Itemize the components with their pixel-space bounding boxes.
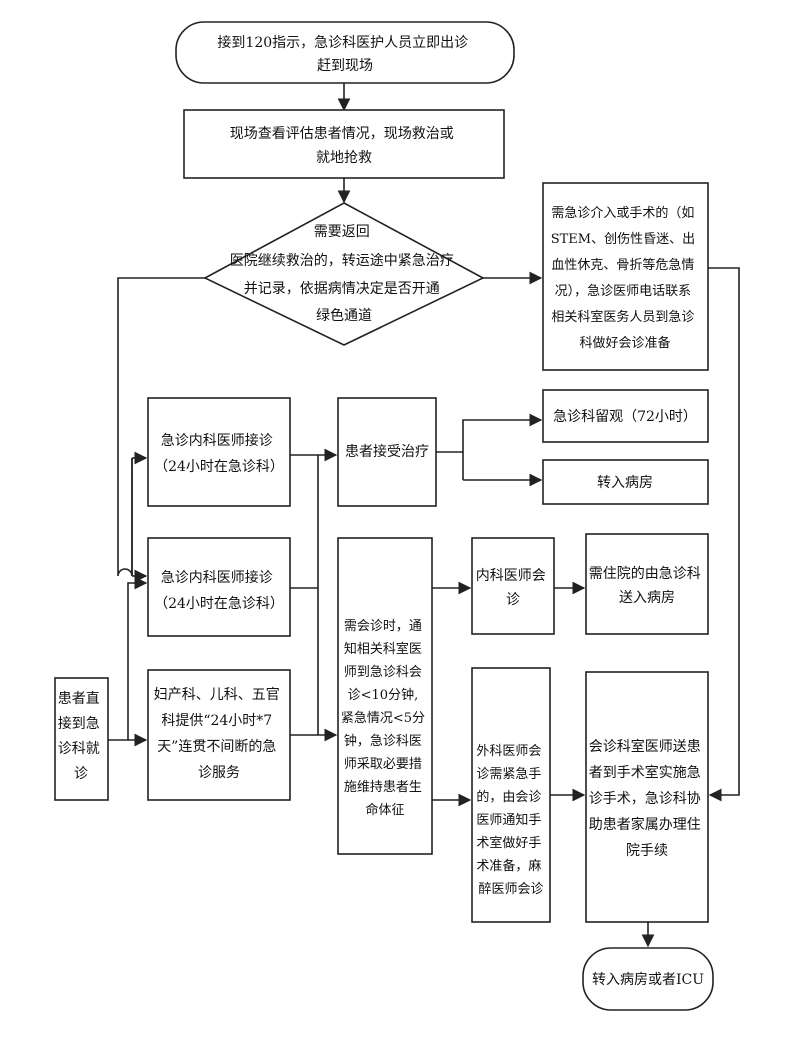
node-treatment-line-1: 患者接受治疗 <box>345 443 429 460</box>
node-surgery-line-3: 诊手术，急诊科协 <box>589 791 701 807</box>
node-internal-consult-text: 内科医师会 诊 <box>476 568 550 608</box>
node-surgical-consult-line-2: 诊需紧急手 <box>476 767 541 782</box>
node-specialty: 妇产科、儿科、五官 科提供“24小时*7 天”连贯不间断的急 诊服务 <box>147 669 291 801</box>
node-internal-2: 急诊内科医师接诊 （24小时在急诊科） <box>147 537 291 637</box>
node-consult-line-4: 诊<10分钟, <box>348 687 419 703</box>
node-admit-line-2: 送入病房 <box>619 590 675 606</box>
node-internal-consult-line-1: 内科医师会 <box>476 568 546 584</box>
node-dispatch-line-1: 接到120指示，急诊科医护人员立即出诊 <box>217 34 468 51</box>
node-consult-line-3: 师到急诊科会 <box>344 665 422 680</box>
node-specialty-text: 妇产科、儿科、五官 科提供“24小时*7 天”连贯不间断的急 诊服务 <box>154 686 284 781</box>
node-consult-line-9: 命体征 <box>365 802 404 818</box>
node-observe: 急诊科留观（72小时） <box>542 389 709 443</box>
node-surgery-prep-line-5: 相关科室医务人员到急诊 <box>551 309 694 325</box>
node-transfer-ward: 转入病房 <box>542 459 709 505</box>
node-decision-line-1: 需要返回 <box>314 224 370 240</box>
node-consult-line-5: 紧急情况<5分 <box>341 711 425 726</box>
connectors <box>108 83 740 948</box>
node-admit-line-1: 需住院的由急诊科 <box>589 566 701 582</box>
node-decision-line-2: 医院继续救治的，转运途中紧急治疗 <box>230 252 454 269</box>
node-internal-1-line-2: （24小时在急诊科） <box>154 459 284 475</box>
node-dispatch: 接到120指示，急诊科医护人员立即出诊 赶到现场 <box>175 21 515 84</box>
node-surgical-consult-line-1: 外科医师会 <box>476 744 541 759</box>
node-walk-in-line-4: 诊 <box>74 766 88 782</box>
node-surgical-consult-line-4: 医师通知手 <box>476 812 541 828</box>
node-transfer-ward-line-1: 转入病房 <box>597 475 653 491</box>
node-internal-1: 急诊内科医师接诊 （24小时在急诊科） <box>147 397 291 507</box>
node-surgical-consult-line-3: 的，由会诊 <box>476 789 541 805</box>
node-internal-2-line-2: （24小时在急诊科） <box>154 596 284 612</box>
node-decision-line-3: 并记录，依据病情决定是否开通 <box>244 281 440 297</box>
node-final-line-1: 转入病房或者ICU <box>592 972 704 988</box>
node-dispatch-line-2: 赶到现场 <box>317 58 373 74</box>
node-surgery-line-4: 助患者家属办理住 <box>589 816 701 833</box>
node-decision: 需要返回 医院继续救治的，转运途中紧急治疗 并记录，依据病情决定是否开通 绿色通… <box>203 202 485 346</box>
node-surgery-prep-line-1: 需急诊介入或手术的（如 <box>551 205 694 221</box>
node-internal-consult-line-2: 诊 <box>506 592 520 608</box>
arrow-walkin-to-internal-2 <box>108 576 148 741</box>
node-onsite: 现场查看评估患者情况，现场救治或 就地抢救 <box>183 109 505 179</box>
node-surgery-prep-line-6: 科做好会诊准备 <box>579 335 670 351</box>
node-admit-text: 需住院的由急诊科 送入病房 <box>589 566 705 606</box>
node-surgical-consult: 外科医师会 诊需紧急手 的，由会诊 医师通知手 术室做好手 术准备，麻 醉医师会… <box>471 667 551 923</box>
node-internal-2-line-1: 急诊内科医师接诊 <box>161 569 273 586</box>
node-consult-line-6: 钟，急诊科医 <box>344 733 422 749</box>
node-treatment: 患者接受治疗 <box>337 397 437 507</box>
node-admit: 需住院的由急诊科 送入病房 <box>585 533 709 635</box>
node-surgery-line-1: 会诊科室医师送患 <box>589 738 701 755</box>
node-walk-in: 患者直 接到急 诊科就 诊 <box>54 677 109 801</box>
node-surgery-prep-line-2: STEM、创伤性昏迷、出 <box>551 232 695 247</box>
arrow-surgery-prep-to-surgery <box>708 267 740 802</box>
node-consult-line-7: 师采取必要措 <box>344 757 422 772</box>
node-walk-in-text: 患者直 接到急 诊科就 诊 <box>58 690 104 782</box>
node-surgery-prep: 需急诊介入或手术的（如 STEM、创伤性昏迷、出 血性休克、骨折等危急情 况），… <box>542 182 709 371</box>
node-observe-line-1: 急诊科留观（72小时） <box>553 409 697 425</box>
node-specialty-line-2: 科提供“24小时*7 <box>161 713 272 729</box>
node-surgery-prep-line-3: 血性休克、骨折等危急情 <box>551 257 694 273</box>
node-surgery: 会诊科室医师送患 者到手术室实施急 诊手术，急诊科协 助患者家属办理住 院手续 <box>585 671 709 923</box>
node-surgery-line-2: 者到手术室实施急 <box>589 764 701 781</box>
node-decision-text: 需要返回 医院继续救治的，转运途中紧急治疗 并记录，依据病情决定是否开通 绿色通… <box>230 224 458 324</box>
node-surgical-consult-text: 外科医师会 诊需紧急手 的，由会诊 医师通知手 术室做好手 术准备，麻 醉医师会… <box>476 744 545 897</box>
node-walk-in-line-1: 患者直 <box>58 690 100 707</box>
node-consult-line-2: 知相关科室医 <box>344 641 422 657</box>
node-observe-text: 急诊科留观（72小时） <box>553 409 697 425</box>
node-treatment-text: 患者接受治疗 <box>345 443 429 460</box>
node-specialty-line-3: 天”连贯不间断的急 <box>157 739 276 755</box>
arrow-treatment-to-observe <box>462 413 543 480</box>
node-consult-line-8: 施维持患者生 <box>344 780 422 795</box>
node-consult: 需会诊时，通 知相关科室医 师到急诊科会 诊<10分钟, 紧急情况<5分 钟，急… <box>337 537 433 855</box>
node-dispatch-text: 接到120指示，急诊科医护人员立即出诊 赶到现场 <box>217 34 472 74</box>
node-specialty-line-4: 诊服务 <box>198 765 240 781</box>
node-internal-2-text: 急诊内科医师接诊 （24小时在急诊科） <box>154 569 284 612</box>
node-walk-in-line-3: 诊科就 <box>58 741 100 757</box>
node-surgery-line-5: 院手续 <box>626 842 668 859</box>
node-surgery-prep-line-4: 况），急诊医师电话联系 <box>555 284 692 299</box>
node-walk-in-line-2: 接到急 <box>58 715 100 732</box>
node-onsite-text: 现场查看评估患者情况，现场救治或 就地抢救 <box>230 126 458 166</box>
node-surgical-consult-line-5: 术室做好手 <box>476 835 541 851</box>
node-onsite-line-2: 就地抢救 <box>316 149 372 166</box>
node-specialty-line-1: 妇产科、儿科、五官 <box>154 686 280 703</box>
node-internal-1-line-1: 急诊内科医师接诊 <box>161 432 273 449</box>
node-onsite-line-1: 现场查看评估患者情况，现场救治或 <box>230 126 454 142</box>
node-final: 转入病房或者ICU <box>582 947 714 1011</box>
node-surgical-consult-line-7: 醉医师会诊 <box>478 881 543 897</box>
node-final-text: 转入病房或者ICU <box>592 972 704 988</box>
node-consult-text: 需会诊时，通 知相关科室医 师到急诊科会 诊<10分钟, 紧急情况<5分 钟，急… <box>341 619 429 818</box>
node-surgery-text: 会诊科室医师送患 者到手术室实施急 诊手术，急诊科协 助患者家属办理住 院手续 <box>589 738 705 859</box>
node-internal-consult: 内科医师会 诊 <box>471 537 555 635</box>
node-surgery-prep-text: 需急诊介入或手术的（如 STEM、创伤性昏迷、出 血性休克、骨折等危急情 况），… <box>551 205 700 351</box>
node-decision-line-4: 绿色通道 <box>316 307 372 324</box>
node-consult-line-1: 需会诊时，通 <box>344 619 422 634</box>
node-transfer-ward-text: 转入病房 <box>597 475 653 491</box>
node-surgical-consult-line-6: 术准备，麻 <box>476 858 541 874</box>
node-internal-1-text: 急诊内科医师接诊 （24小时在急诊科） <box>154 432 284 475</box>
